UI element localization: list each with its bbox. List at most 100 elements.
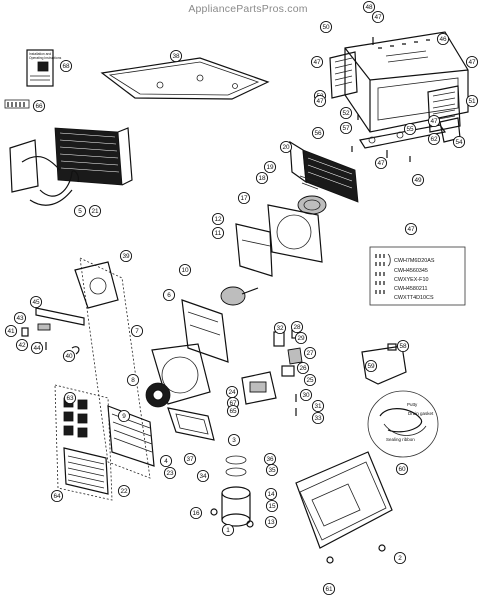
callout-52: 52 (339, 106, 353, 120)
part-58-59-bracket (361, 343, 407, 385)
callout-61: 61 (322, 582, 336, 596)
callout-circle (62, 349, 76, 363)
part-46-cabinet (344, 31, 469, 133)
callout-label: 37 (186, 456, 194, 463)
callout-5: 5 (73, 204, 87, 218)
callout-label: 5 (78, 208, 82, 215)
callout-circle (50, 489, 64, 503)
callout-label: 21 (91, 208, 99, 215)
callout-label: 17 (240, 195, 248, 202)
callout-circle (427, 132, 441, 146)
callout-label: 55 (406, 126, 414, 133)
callout-label: 43 (16, 315, 24, 322)
callout-13: 13 (264, 515, 278, 529)
callout-63: 63 (63, 391, 77, 405)
callout-circle (264, 515, 278, 529)
callout-label: 64 (53, 493, 61, 500)
callout-circle (117, 484, 131, 498)
callout-label: 1 (226, 527, 230, 534)
callout-circle (396, 339, 410, 353)
callout-49: 49 (411, 173, 425, 187)
callout-label: 25 (306, 377, 314, 384)
callout-33: 33 (311, 411, 325, 425)
callout-label: 36 (266, 456, 274, 463)
callout-circle (339, 121, 353, 135)
part-12-11-orifice (235, 223, 273, 277)
callout-circle (63, 391, 77, 405)
callout-circle (311, 399, 325, 413)
callout-46: 46 (436, 32, 450, 46)
callout-label: 49 (414, 177, 422, 184)
callout-20: 20 (279, 140, 293, 154)
callout-circle (15, 338, 29, 352)
callout-12: 12 (211, 212, 225, 226)
callout-label: 38 (172, 53, 180, 60)
part-19-18-blower (297, 175, 327, 215)
callout-label: 30 (302, 392, 310, 399)
callout-circle (279, 140, 293, 154)
callout-62: 62 (427, 132, 441, 146)
part-8-fan-wheel (145, 382, 171, 408)
callout-47: 47 (374, 156, 388, 170)
callout-circle (221, 523, 235, 537)
callout-32: 32 (273, 321, 287, 335)
callout-circle (196, 469, 210, 483)
callout-45: 45 (29, 295, 43, 309)
callout-label: 63 (66, 395, 74, 402)
callout-label: 19 (266, 164, 274, 171)
manual-line-1: Installation and (29, 52, 51, 56)
callout-42: 42 (15, 338, 29, 352)
callout-circle (319, 20, 333, 34)
callout-circle (88, 204, 102, 218)
callout-50: 50 (319, 20, 333, 34)
callout-label: 60 (398, 466, 406, 473)
callout-circle (339, 106, 353, 120)
callout-circle (403, 122, 417, 136)
callout-circle (303, 373, 317, 387)
callout-38: 38 (169, 49, 183, 63)
callout-26: 26 (296, 361, 310, 375)
callout-circle (436, 32, 450, 46)
callout-label: 66 (35, 103, 43, 110)
part-24-33-controls (231, 327, 303, 416)
callout-14: 14 (264, 487, 278, 501)
callout-44: 44 (30, 341, 44, 355)
callout-label: 11 (215, 230, 222, 237)
callout-circle (310, 55, 324, 69)
callout-group: 4846475047475351475256575562544749476838… (4, 0, 479, 596)
callout-circle (303, 346, 317, 360)
callout-65: 65 (226, 404, 240, 418)
callout-label: 47 (377, 160, 385, 167)
callout-circle (117, 409, 131, 423)
callout-36: 36 (263, 452, 277, 466)
callout-label: 48 (365, 4, 373, 11)
callout-label: 23 (166, 470, 174, 477)
callout-circle (255, 171, 269, 185)
callout-label: 52 (342, 110, 350, 117)
callout-66: 66 (32, 99, 46, 113)
callout-label: 41 (7, 328, 15, 335)
callout-15: 15 (265, 499, 279, 513)
callout-label: 18 (258, 175, 266, 182)
callout-circle (374, 156, 388, 170)
part-13-compressor (210, 455, 254, 528)
callout-circle (169, 49, 183, 63)
callout-label: 6 (167, 292, 171, 299)
part-38-top-cover (100, 57, 270, 100)
callout-21: 21 (88, 204, 102, 218)
callout-47: 47 (310, 55, 324, 69)
callout-3: 3 (227, 433, 241, 447)
callout-label: 13 (267, 519, 275, 526)
callout-label: 9 (122, 413, 126, 420)
callout-68: 68 (59, 59, 73, 73)
callout-22: 22 (117, 484, 131, 498)
callout-label: 15 (268, 503, 276, 510)
callout-label: 28 (293, 324, 301, 331)
callout-circle (273, 321, 287, 335)
callout-47: 47 (371, 10, 385, 24)
callout-label: 62 (430, 136, 438, 143)
callout-23: 23 (163, 466, 177, 480)
callout-circle (59, 59, 73, 73)
callout-circle (237, 191, 251, 205)
